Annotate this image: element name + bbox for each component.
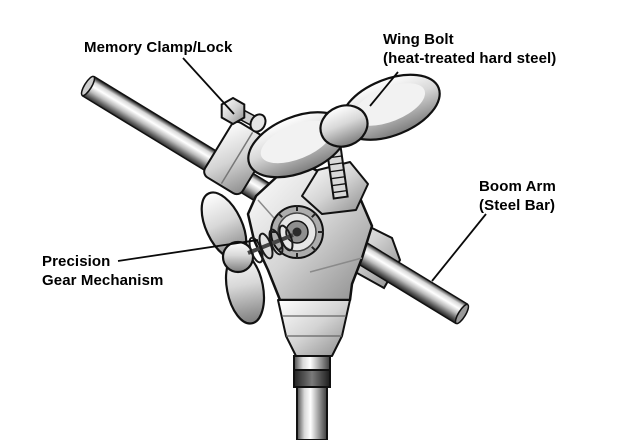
hex-nut [220, 96, 246, 126]
gear-spring [247, 224, 294, 264]
label-wing-bolt: Wing Bolt (heat-treated hard steel) [383, 30, 556, 68]
label-precision-gear: Precision Gear Mechanism [42, 252, 163, 290]
gear-teeth [270, 205, 324, 259]
stand-tube [293, 355, 331, 440]
label-wing-bolt-line2: (heat-treated hard steel) [383, 50, 557, 67]
gear-mechanism [270, 205, 324, 259]
leader-wing-bolt [369, 71, 399, 107]
label-boom-arm-line2: (Steel Bar) [479, 197, 556, 214]
label-precision-gear-line2: Gear Mechanism [42, 272, 164, 289]
tube-lock-ring [293, 369, 331, 388]
leader-lines [117, 57, 487, 282]
label-wing-bolt-line1: Wing Bolt [383, 31, 454, 48]
label-memory-clamp: Memory Clamp/Lock [84, 39, 233, 56]
label-boom-arm-line1: Boom Arm [479, 178, 556, 195]
leader-memory-clamp [182, 57, 235, 115]
label-precision-gear-line1: Precision [42, 253, 111, 270]
bolt-washer [249, 113, 267, 133]
leader-gear [117, 239, 259, 262]
label-boom-arm: Boom Arm (Steel Bar) [479, 177, 556, 215]
stand-fork [277, 299, 351, 357]
leader-boom-arm [431, 213, 487, 282]
wing-bolt-knob [247, 73, 441, 179]
